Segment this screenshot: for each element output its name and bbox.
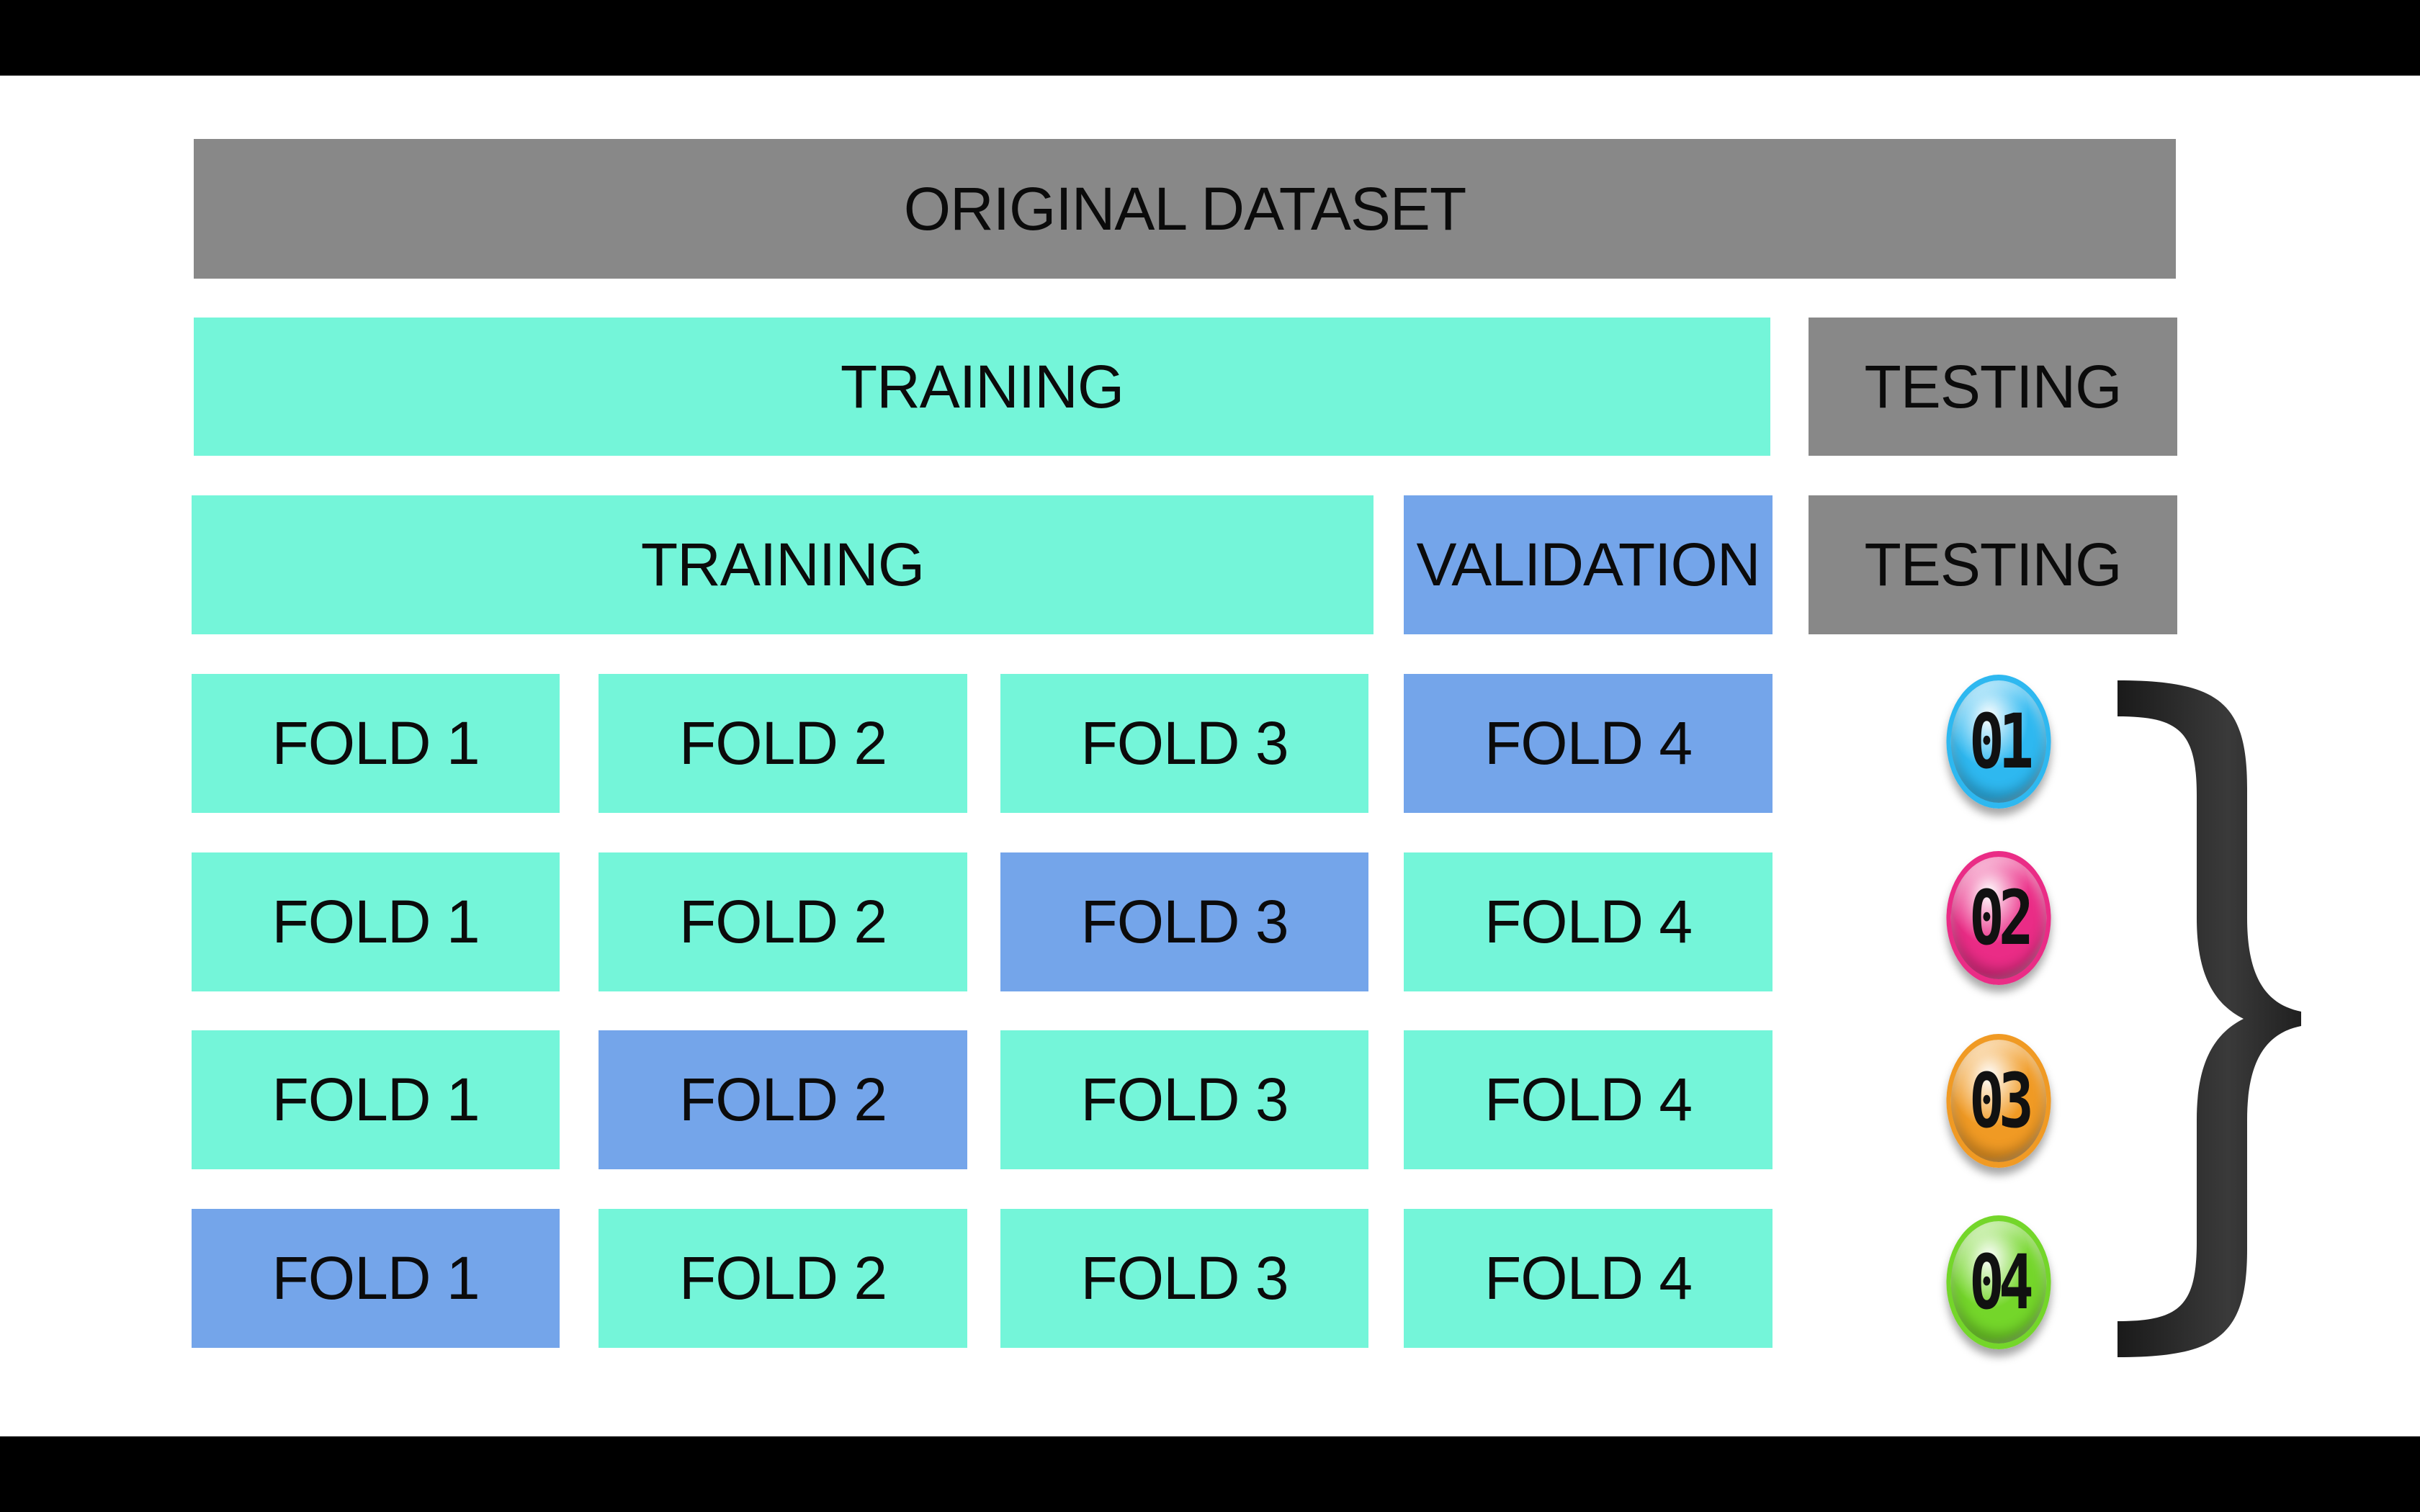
fold-cell-r1-c4: FOLD 4 <box>1404 674 1773 813</box>
curly-brace-icon <box>2118 680 2301 1357</box>
diagram-canvas: ORIGINAL DATASET TRAINING TESTING TRAINI… <box>0 76 2420 1436</box>
fold-cell-r4-c1: FOLD 1 <box>192 1209 560 1348</box>
fold-cell-r4-c4: FOLD 4 <box>1404 1209 1773 1348</box>
fold-cell-r3-c1: FOLD 1 <box>192 1030 560 1169</box>
training-subset-bar: TRAINING <box>192 495 1373 634</box>
iteration-badge-3: 03 <box>1946 1034 2051 1168</box>
fold-cell-r3-c2: FOLD 2 <box>599 1030 967 1169</box>
fold-cell-r3-c3: FOLD 3 <box>1000 1030 1368 1169</box>
fold-cell-r1-c1: FOLD 1 <box>192 674 560 813</box>
testing-bar-2: TESTING <box>1809 495 2177 634</box>
fold-cell-r3-c4: FOLD 4 <box>1404 1030 1773 1169</box>
fold-cell-r2-c2: FOLD 2 <box>599 852 967 991</box>
fold-cell-r2-c4: FOLD 4 <box>1404 852 1773 991</box>
original-dataset-bar: ORIGINAL DATASET <box>194 139 2176 279</box>
fold-cell-r4-c3: FOLD 3 <box>1000 1209 1368 1348</box>
fold-cell-r2-c3: FOLD 3 <box>1000 852 1368 991</box>
validation-bar: VALIDATION <box>1404 495 1773 634</box>
fold-cell-r4-c2: FOLD 2 <box>599 1209 967 1348</box>
iteration-badge-2: 02 <box>1946 851 2051 985</box>
iteration-badge-4: 04 <box>1946 1215 2051 1349</box>
testing-bar: TESTING <box>1809 318 2177 456</box>
fold-cell-r1-c2: FOLD 2 <box>599 674 967 813</box>
training-bar: TRAINING <box>194 318 1770 456</box>
fold-cell-r2-c1: FOLD 1 <box>192 852 560 991</box>
fold-cell-r1-c3: FOLD 3 <box>1000 674 1368 813</box>
iteration-badge-1: 01 <box>1946 675 2051 809</box>
